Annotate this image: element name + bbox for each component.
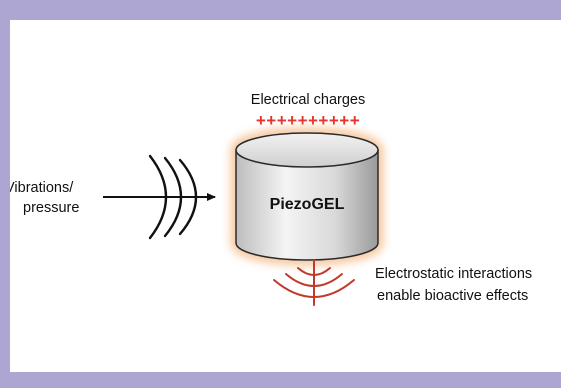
output-waves <box>273 259 355 306</box>
charges-symbols: ++++++++++ <box>256 111 360 130</box>
input-label-line2: pressure <box>23 200 79 216</box>
output-label-line2: enable bioactive effects <box>377 288 528 304</box>
input-label-line1: Vibrations/ <box>5 180 74 196</box>
piezogel-cylinder <box>235 132 379 261</box>
piezogel-label: PiezoGEL <box>270 196 345 213</box>
charges-label: Electrical charges <box>251 92 365 108</box>
output-label-line1: Electrostatic interactions <box>375 266 532 282</box>
